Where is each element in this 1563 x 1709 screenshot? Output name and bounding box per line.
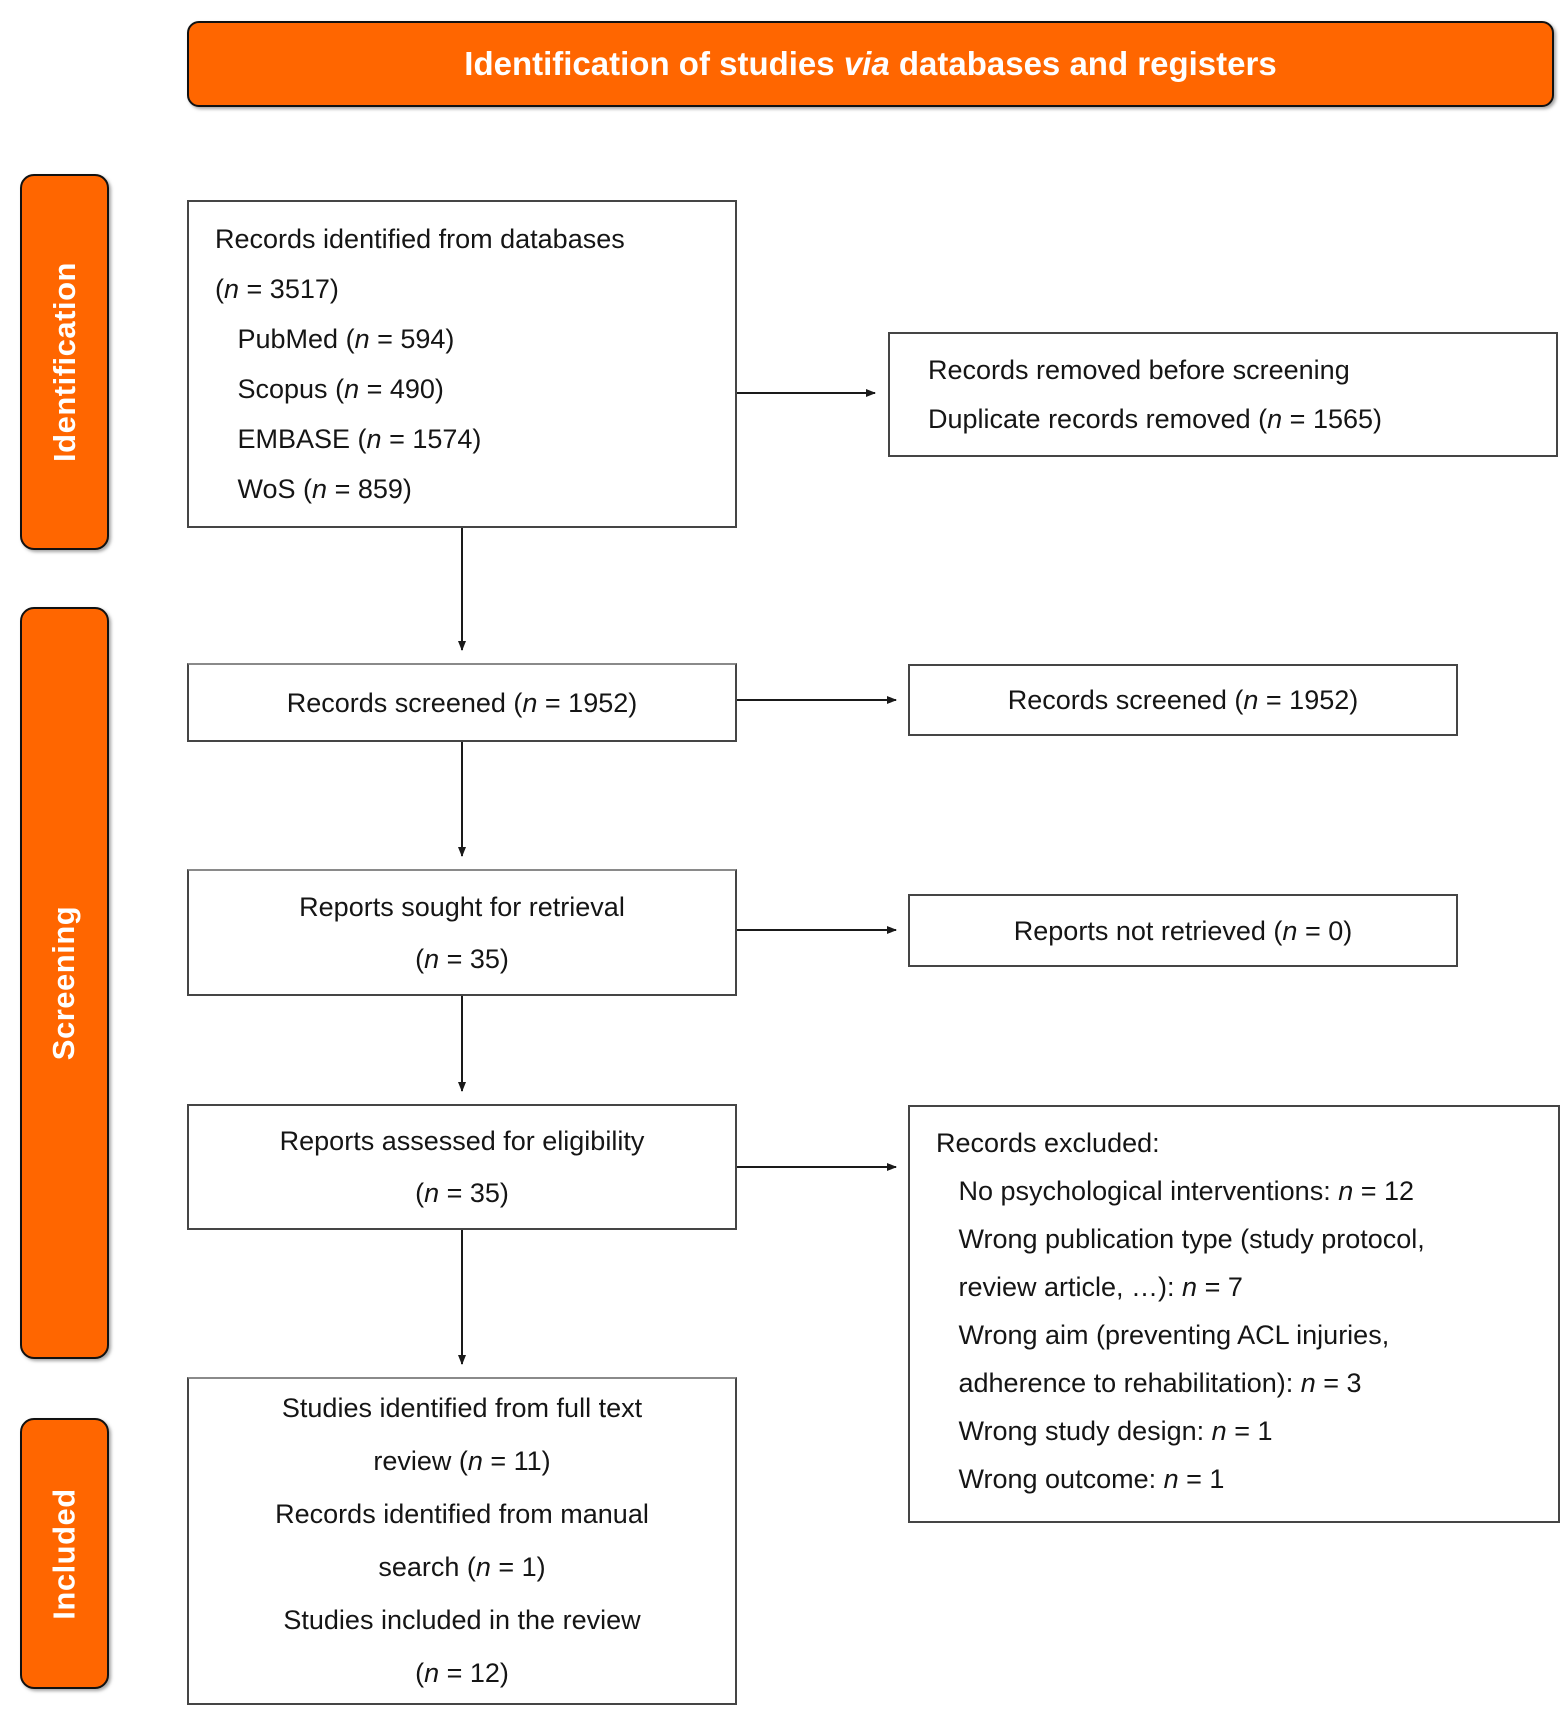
box-reports-not-retrieved: Reports not retrieved (n = 0) [908, 894, 1458, 967]
text-line: Records removed before screening [928, 354, 1350, 385]
text-line: EMBASE (n = 1574) [215, 424, 482, 454]
stage-bar-screening: Screening [20, 607, 109, 1359]
text-line: Scopus (n = 490) [215, 374, 444, 404]
box-records-identified: Records identified from databases (n = 35… [187, 200, 737, 528]
text-line: Wrong study design: n = 1 [936, 1416, 1273, 1446]
text-line: Records identified from manual [275, 1499, 649, 1529]
text-line: (n = 3517) [215, 274, 339, 304]
text-line: Wrong aim (preventing ACL injuries, [936, 1320, 1390, 1350]
text-line: Records identified from databases [215, 224, 625, 254]
text-line: PubMed (n = 594) [215, 324, 455, 354]
text-line: WoS (n = 859) [215, 474, 412, 504]
text-line: (n = 12) [415, 1658, 509, 1688]
stage-label-included: Included [46, 1487, 82, 1620]
text-line: Reports not retrieved (n = 0) [1013, 915, 1353, 946]
box-studies-included: Studies identified from full text review … [187, 1377, 737, 1705]
text-line: Wrong publication type (study protocol, [936, 1224, 1425, 1254]
text-line: Records excluded: [936, 1128, 1160, 1158]
stage-label-identification: Identification [46, 262, 82, 462]
text-line: Duplicate records removed (n = 1565) [928, 403, 1382, 434]
text-line: review (n = 11) [373, 1446, 551, 1476]
diagram-title: Identification of studies via databases … [464, 45, 1277, 82]
text-line: Reports sought for retrieval [299, 891, 625, 922]
box-records-excluded: Records excluded: No psychological inter… [908, 1105, 1560, 1523]
box-reports-assessed: Reports assessed for eligibility (n = 35) [187, 1104, 737, 1230]
text-line: search (n = 1) [378, 1552, 546, 1582]
stage-bar-identification: Identification [20, 174, 109, 550]
diagram-title-banner: Identification of studies via databases … [187, 21, 1554, 107]
box-records-screened: Records screened (n = 1952) [187, 663, 737, 742]
text-line: (n = 35) [415, 1178, 509, 1208]
text-line: No psychological interventions: n = 12 [936, 1176, 1415, 1206]
text-line: Records screened (n = 1952) [1007, 685, 1359, 715]
text-line: Studies included in the review [283, 1605, 641, 1635]
text-line: Studies identified from full text [281, 1393, 643, 1423]
stage-label-screening: Screening [46, 905, 82, 1061]
box-reports-sought: Reports sought for retrieval (n = 35) [187, 869, 737, 996]
box-records-screened-right: Records screened (n = 1952) [908, 664, 1458, 736]
text-line: Reports assessed for eligibility [279, 1126, 645, 1156]
text-line: adherence to rehabilitation): n = 3 [936, 1368, 1362, 1398]
text-line: (n = 35) [415, 943, 509, 974]
text-line: Records screened (n = 1952) [286, 687, 638, 718]
stage-bar-included: Included [20, 1418, 109, 1689]
text-line: Wrong outcome: n = 1 [936, 1464, 1225, 1494]
text-line: review article, …): n = 7 [936, 1272, 1243, 1302]
